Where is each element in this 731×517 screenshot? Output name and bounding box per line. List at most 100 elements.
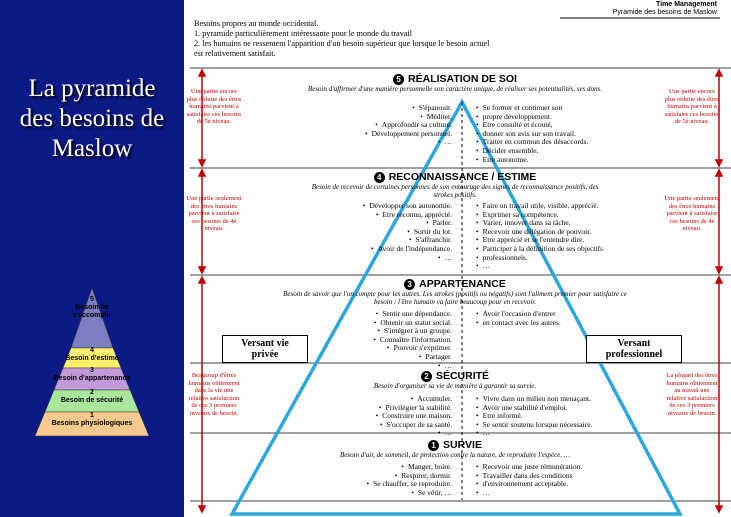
list-item: S'occuper de sa santé.	[376, 420, 453, 430]
level-5-description: Besoin d'affirmer d'une manière personne…	[307, 85, 603, 93]
list-item: Faire un travail utile, visible, appréci…	[476, 201, 603, 211]
pyramid-diagram	[190, 67, 731, 516]
list-item: …	[363, 253, 453, 263]
level-2-private-list: Accumuler.Privilégier la stabilité.Const…	[376, 394, 453, 438]
list-item: Traiter en commun des désaccords.	[476, 138, 589, 147]
list-item: Accumuler.	[376, 394, 452, 404]
intro-line: 2. les humains ne ressentent l'apparitio…	[194, 39, 490, 48]
list-item: propre développement.	[476, 112, 588, 122]
list-item: Etre autonome.	[476, 155, 588, 165]
list-item: donner son avis sur son travail.	[476, 129, 588, 139]
label-professional-side: Versant professionnel	[586, 335, 682, 363]
list-item: Partager.	[373, 352, 452, 362]
side-note-right-3: La plupart des êtres humains obtiennent …	[666, 372, 718, 417]
side-note-right-4: Une partie seulement des êtres humains p…	[664, 195, 720, 233]
list-item: Pouvoir s'exprimer.	[373, 344, 452, 353]
level-3-description: Besoin de savoir que l'on compte pour le…	[283, 290, 627, 306]
list-item: Recevoir une juste rémunération.	[476, 462, 583, 472]
small-pyramid	[34, 287, 150, 437]
list-item: S'intégrer à un groupe.	[373, 327, 452, 336]
list-item: Avoir une stabilité d'emploi.	[476, 403, 592, 413]
list-item: …	[373, 361, 453, 371]
list-item: Développer son autonomie.	[363, 201, 452, 211]
list-item: Se sentir soutenu lorsque nécessaire.	[476, 420, 593, 430]
level-5-pro-list: Se former et continuer sonpropre dévelop…	[476, 103, 589, 165]
level-4-description: Besoin de recevoir de certaines personne…	[311, 183, 599, 199]
list-item: Respirer, dormir.	[366, 471, 452, 481]
list-item: en contact avec les autres.	[476, 318, 561, 328]
list-item: …	[476, 262, 603, 271]
level-2-pro-list: Vivre dans un milieu non menaçant.Avoir …	[476, 394, 593, 438]
list-item: Avoir de l'indépendance.	[363, 244, 452, 254]
level-4-pro-list: Faire un travail utile, visible, appréci…	[476, 201, 603, 271]
level-3-pro-list: Avoir l'occasion d'entreren contact avec…	[476, 309, 561, 328]
document-page: Time Management Pyramide des besoins de …	[186, 0, 731, 517]
list-item: Avoir l'occasion d'entrer	[476, 309, 561, 319]
list-item: Recevoir une délégation de pouvoir.	[476, 227, 603, 237]
side-note-left-3: Beaucoup d'êtres humains obtiennent dans…	[188, 372, 240, 417]
level-1-description: Besoin d'air, de sommeil, de protection …	[339, 451, 571, 459]
list-item: Vivre dans un milieu non menaçant.	[476, 394, 592, 404]
intro-line: est relativement satisfait.	[194, 49, 276, 58]
slide-title-line: des besoins de	[19, 105, 165, 132]
slide-title-line: La pyramide	[28, 75, 156, 102]
list-item: professionnels.	[476, 253, 603, 263]
list-item: Se former et continuer son	[476, 103, 588, 113]
level-5-private-list: S'épanouir.Méditer.Approfondir sa cultur…	[365, 103, 453, 147]
list-item: Approfondir sa culture.	[365, 121, 452, 130]
list-item: Obtenir un statut social.	[373, 318, 452, 328]
list-item: Etre consulté et écouté,	[476, 121, 588, 130]
slide-title-line: Maslow	[51, 135, 133, 162]
list-item: Se chauffer, se reproduire.	[366, 480, 452, 489]
slide-title: La pyramide des besoins de Maslow	[4, 74, 180, 164]
list-item: Etre reconnu, apprécié.	[363, 210, 452, 220]
list-item: Se vêtir, …	[366, 488, 452, 498]
list-item: S'affranchir.	[363, 236, 452, 245]
header-rule	[560, 17, 720, 19]
level-4-private-list: Développer son autonomie.Etre reconnu, a…	[363, 201, 453, 263]
list-item: Etre informé.	[476, 412, 592, 421]
list-item: …	[476, 488, 582, 498]
list-item: Connaître l'information.	[373, 335, 452, 345]
list-item: Construire une maison.	[376, 412, 452, 421]
list-item: …	[476, 429, 592, 438]
level-1-private-list: Manger, boire.Respirer, dormir.Se chauff…	[366, 462, 452, 498]
list-item: Sortir du lot.	[363, 227, 452, 237]
list-item: Parler.	[363, 219, 452, 228]
level-2-description: Besoin d'organiser sa vie de manière à g…	[373, 382, 537, 390]
side-note-left-5: Une partie encore plus réduite des êtres…	[186, 88, 242, 126]
list-item: Sentir une dépendance.	[373, 309, 452, 319]
list-item: Développement personnel.	[365, 129, 452, 139]
list-item: Privilégier la stabilité.	[376, 403, 452, 413]
list-item: Exprimer sa compétence.	[476, 210, 603, 220]
list-item: Etre apprécié et se l'entendre dire.	[476, 236, 603, 245]
side-note-left-4: Une partie seulement des êtres humains p…	[186, 195, 242, 233]
list-item: Participer à la définition de ses object…	[476, 244, 603, 254]
list-item: Méditer.	[365, 112, 452, 122]
list-item: Décider ensemble.	[476, 146, 588, 156]
list-item: S'épanouir.	[365, 103, 452, 113]
list-item: …	[365, 138, 453, 147]
list-item: Manger, boire.	[366, 462, 452, 472]
intro-line: 1. pyramide particulièrement intéressant…	[194, 29, 413, 38]
list-item: Varier, innover dans sa tâche.	[476, 219, 603, 228]
list-item: …	[376, 429, 453, 438]
list-item: d'environnement acceptable.	[476, 480, 582, 489]
header-subtitle: Pyramide des besoins de Maslow	[612, 9, 717, 16]
small-pyramid-layer-1	[34, 411, 150, 437]
level-1-pro-list: Recevoir une juste rémunération.Travaill…	[476, 462, 583, 498]
header-title: Time Management	[656, 1, 717, 8]
list-item: Travailler dans des conditions	[476, 471, 582, 481]
intro-line: Besoins propres au monde occidental.	[194, 19, 319, 28]
